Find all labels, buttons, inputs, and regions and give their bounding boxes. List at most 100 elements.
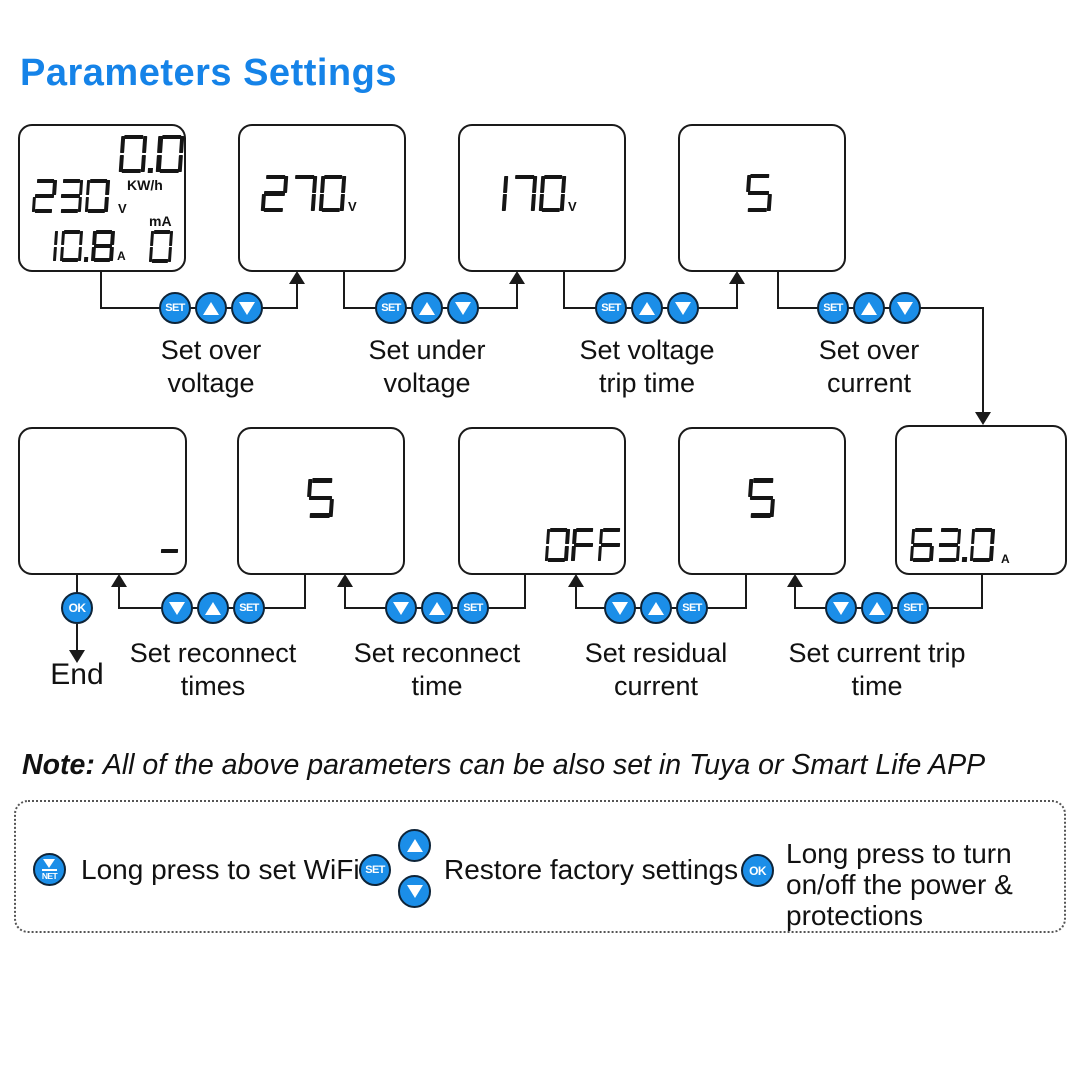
note-text: All of the above parameters can be also … (102, 749, 986, 781)
up-arrow-icon (648, 601, 664, 615)
down-button (825, 592, 857, 624)
legend-restore-text: Restore factory settings (444, 854, 739, 885)
up-button (853, 292, 885, 324)
flow-line (982, 307, 984, 413)
flow-line (524, 573, 526, 609)
flow-arrow-up (289, 271, 305, 284)
lcd-screen-over-current: A (895, 425, 1067, 575)
lcd-unit: A (1001, 552, 1010, 566)
down-arrow-icon (239, 301, 255, 315)
lcd-screen-reconnect-times (237, 427, 405, 575)
set-button-label: SET (463, 601, 483, 614)
set-button: SET (457, 592, 489, 624)
up-button (640, 592, 672, 624)
step-label-reconnect-time: Set reconnect time (353, 638, 521, 701)
lcd-unit: V (568, 199, 577, 214)
flow-line (516, 283, 518, 309)
lcd-voltage-unit: V (118, 201, 127, 216)
lcd-unit: V (348, 199, 357, 214)
flow-arrow-up (509, 271, 525, 284)
up-arrow-icon (203, 301, 219, 315)
flow-line (100, 270, 102, 308)
down-button (604, 592, 636, 624)
down-arrow-icon (406, 885, 423, 898)
flow-line (343, 270, 345, 308)
ok-button-label: OK (749, 863, 766, 878)
flow-line (981, 573, 983, 609)
set-button: SET (359, 854, 391, 886)
ok-button: OK (741, 854, 774, 887)
lcd-screen-over-voltage: V (238, 124, 406, 272)
set-button-label: SET (381, 301, 401, 314)
up-button (631, 292, 663, 324)
up-arrow-icon (869, 601, 885, 615)
net-button: NET (33, 853, 66, 886)
flow-arrow-up (568, 574, 584, 587)
set-button-label: SET (165, 301, 185, 314)
down-arrow-icon (43, 858, 56, 868)
down-button (889, 292, 921, 324)
lcd-screen-voltage-trip-time (678, 124, 846, 272)
flow-line (794, 586, 796, 609)
down-button (398, 875, 431, 908)
down-arrow-icon (393, 601, 409, 615)
lcd-energy-unit: KW/h (127, 177, 163, 193)
down-button (667, 292, 699, 324)
flow-line (575, 586, 577, 609)
set-button-label: SET (365, 863, 385, 876)
step-label-reconnect-times: Set reconnect times (129, 638, 297, 701)
step-label-voltage-trip-time: Set voltage trip time (579, 335, 715, 398)
flow-line (736, 283, 738, 309)
up-button (861, 592, 893, 624)
up-arrow-icon (205, 601, 221, 615)
down-arrow-icon (833, 601, 849, 615)
flow-arrow-up (787, 574, 803, 587)
lcd-voltage-value (30, 179, 112, 213)
flow-arrow-down (975, 412, 991, 425)
lcd-screen-home: KW/h V mA A (18, 124, 186, 272)
flow-line (777, 270, 779, 308)
set-button: SET (595, 292, 627, 324)
step-label-over-voltage: Set over voltage (160, 335, 262, 398)
lcd-value (156, 535, 183, 567)
down-button (447, 292, 479, 324)
up-button (197, 592, 229, 624)
lcd-screen-under-voltage: V (458, 124, 626, 272)
step-label-over-current: Set over current (818, 335, 920, 398)
down-arrow-icon (675, 301, 691, 315)
lcd-value (743, 174, 775, 212)
flow-line (118, 586, 120, 609)
net-button-inner: NET (41, 858, 58, 881)
down-arrow-icon (455, 301, 471, 315)
legend-box: NET Long press to set WiFi SET Restore f… (14, 800, 1066, 933)
down-button (161, 592, 193, 624)
up-button (398, 829, 431, 862)
set-button: SET (817, 292, 849, 324)
flow-line (745, 573, 747, 609)
up-arrow-icon (429, 601, 445, 615)
set-button: SET (676, 592, 708, 624)
lcd-residual-unit: mA (149, 213, 172, 229)
down-button (385, 592, 417, 624)
end-label: End (50, 658, 104, 691)
lcd-value (543, 528, 625, 562)
ok-button: OK (61, 592, 93, 624)
lcd-current-value (33, 230, 117, 262)
lcd-screen-current-trip-time (678, 427, 846, 575)
lcd-value (304, 478, 338, 518)
lcd-energy-value (117, 135, 187, 173)
flow-line (304, 573, 306, 609)
legend-power-text: Long press to turn on/off the power & pr… (786, 838, 1013, 931)
down-arrow-icon (612, 601, 628, 615)
net-button-label: NET (41, 868, 58, 881)
note: Note:All of the above parameters can be … (22, 749, 985, 782)
lcd-screen-end (18, 427, 187, 575)
set-button: SET (375, 292, 407, 324)
flow-arrow-down (69, 650, 85, 663)
down-arrow-icon (897, 301, 913, 315)
set-button-label: SET (682, 601, 702, 614)
set-button-label: SET (903, 601, 923, 614)
set-button: SET (897, 592, 929, 624)
up-button (195, 292, 227, 324)
flow-arrow-up (729, 271, 745, 284)
